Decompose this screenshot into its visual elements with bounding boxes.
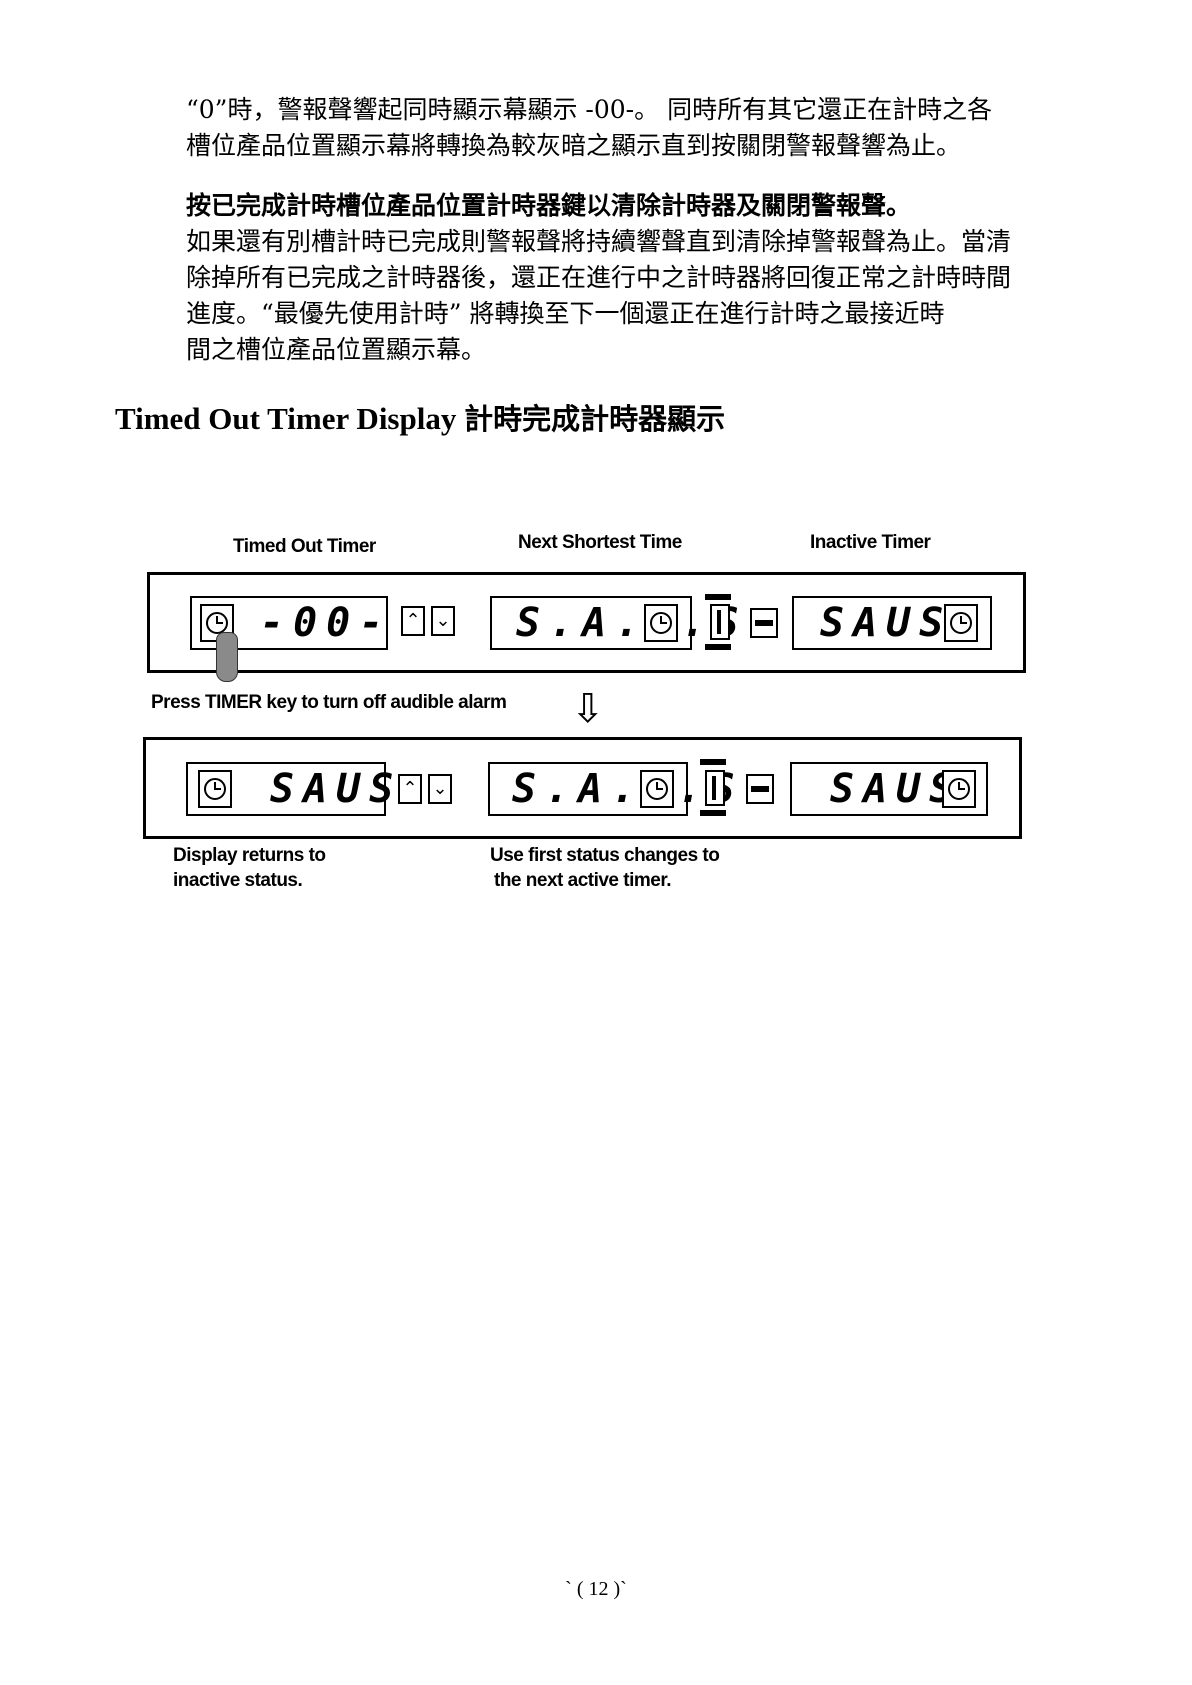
enter-tag-icon xyxy=(700,759,726,765)
clock-icon[interactable] xyxy=(944,604,978,642)
pass-tag-icon xyxy=(700,810,726,816)
down-arrow-icon: ⇩ xyxy=(571,686,605,732)
up-chevron-icon[interactable]: ⌃ xyxy=(398,774,422,804)
clock-icon[interactable] xyxy=(198,770,232,808)
paragraph-2-line-4: 間之槽位產品位置顯示幕。 xyxy=(186,335,487,364)
label-timed-out-timer: Timed Out Timer xyxy=(233,536,376,557)
minus-icon[interactable] xyxy=(750,608,778,638)
paragraph-1-line-1: “0”時，警報聲響起同時顯示幕顯示 -00-。 同時所有其它還正在計時之各 xyxy=(186,95,993,124)
paragraph-2-bold: 按已完成計時槽位產品位置計時器鍵以清除計時器及關閉警報聲。 xyxy=(186,191,912,220)
label-inactive-timer: Inactive Timer xyxy=(810,532,931,553)
pointing-finger-icon xyxy=(216,632,238,682)
returned-middle-display-value: S.A.U.S xyxy=(512,766,744,812)
down-chevron-icon[interactable]: ⌄ xyxy=(431,606,455,636)
pass-tag-icon xyxy=(705,644,731,650)
paragraph-2-line-1: 如果還有別槽計時已完成則警報聲將持續響聲直到清除掉警報聲為止。當清 xyxy=(186,227,1012,256)
enter-icon[interactable] xyxy=(705,770,725,806)
heading-chinese: 計時完成計時器顯示 xyxy=(464,402,726,436)
returned-right-display-value: SAUS xyxy=(830,766,963,812)
returned-left-display-value: SAUS xyxy=(270,766,403,812)
paragraph-1: “0”時，警報聲響起同時顯示幕顯示 -00-。 同時所有其它還正在計時之各 槽位… xyxy=(186,92,992,164)
clock-icon[interactable] xyxy=(942,770,976,808)
clock-icon[interactable] xyxy=(644,604,678,642)
label-press-timer: Press TIMER key to turn off audible alar… xyxy=(151,692,507,713)
down-chevron-icon[interactable]: ⌄ xyxy=(428,774,452,804)
paragraph-2-line-2: 除掉所有已完成之計時器後，還正在進行中之計時器將回復正常之計時時間 xyxy=(186,263,1012,292)
paragraph-2: 按已完成計時槽位產品位置計時器鍵以清除計時器及關閉警報聲。 如果還有別槽計時已完… xyxy=(186,188,1011,368)
label-use-first-2: the next active timer. xyxy=(494,870,671,891)
label-use-first-1: Use first status changes to xyxy=(490,845,720,866)
up-chevron-icon[interactable]: ⌃ xyxy=(401,606,425,636)
inactive-display-value: SAUS xyxy=(820,600,953,646)
paragraph-1-line-2: 槽位產品位置顯示幕將轉換為較灰暗之顯示直到按關閉警報聲響為止。 xyxy=(186,131,962,160)
enter-icon[interactable] xyxy=(710,604,730,640)
label-next-shortest-time: Next Shortest Time xyxy=(518,532,682,553)
section-heading: Timed Out Timer Display 計時完成計時器顯示 xyxy=(115,396,725,438)
label-display-returns-2: inactive status. xyxy=(173,870,303,891)
clock-icon[interactable] xyxy=(640,770,674,808)
heading-english: Timed Out Timer Display xyxy=(115,401,457,436)
page-number: ` ( 12 )` xyxy=(565,1578,627,1600)
timed-out-display-value: -00- xyxy=(260,600,393,646)
enter-tag-icon xyxy=(705,594,731,600)
paragraph-2-line-3: 進度。“最優先使用計時” 將轉換至下一個還正在進行計時之最接近時 xyxy=(186,299,945,328)
minus-icon[interactable] xyxy=(746,774,774,804)
label-display-returns-1: Display returns to xyxy=(173,845,326,866)
